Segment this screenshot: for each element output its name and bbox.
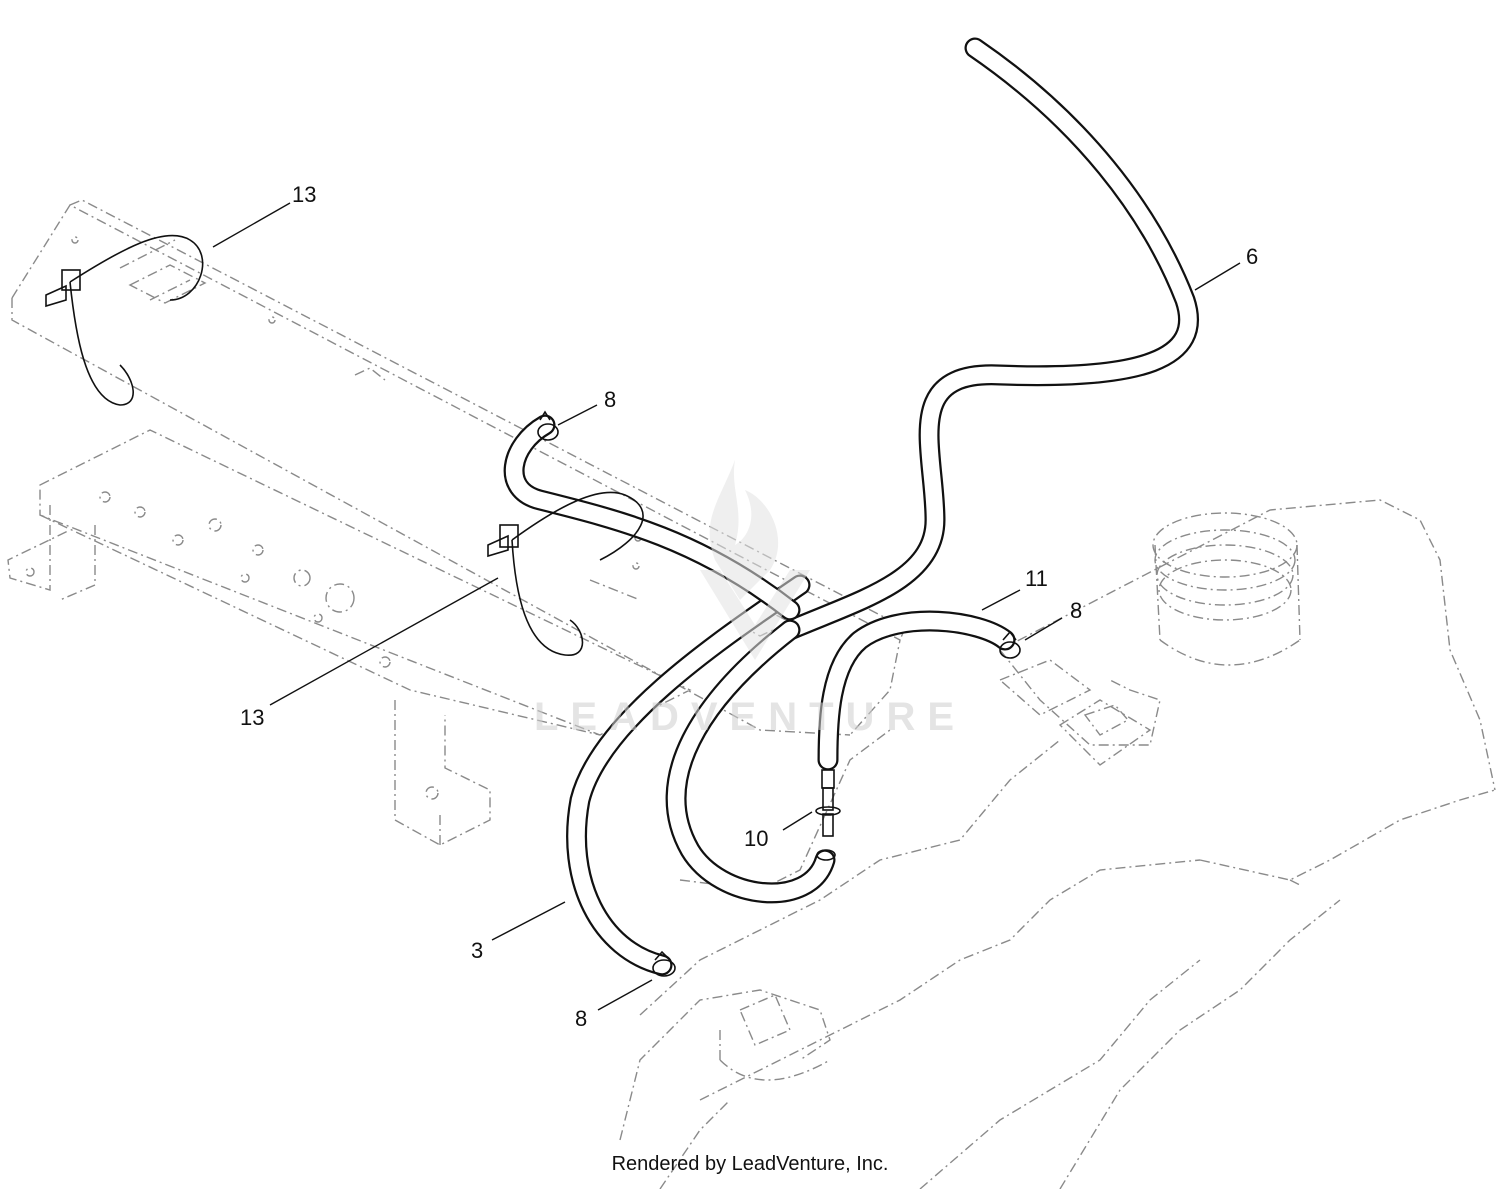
fuel-filter	[815, 769, 841, 861]
frame-crossmember	[7, 199, 906, 846]
cable-tie-upper	[45, 234, 204, 406]
leader-11	[981, 589, 1021, 611]
leader-13-lower	[269, 577, 499, 706]
leadventure-watermark: LEADVENTURE	[534, 460, 966, 739]
leader-8-lower	[597, 979, 653, 1011]
callout-6: 6	[1246, 244, 1258, 269]
fuel-tank	[619, 499, 1496, 1189]
callout-13-lower: 13	[240, 705, 264, 730]
callout-8-right: 8	[1070, 598, 1082, 623]
leader-6	[1194, 262, 1241, 291]
render-credit: Rendered by LeadVenture, Inc.	[611, 1153, 889, 1175]
hose-3	[566, 574, 811, 976]
leader-8-right	[1024, 617, 1063, 641]
leader-10	[782, 811, 813, 831]
hose-clamp	[652, 950, 676, 977]
callout-13-upper: 13	[292, 182, 316, 207]
watermark-text: LEADVENTURE	[534, 695, 966, 739]
callout-3: 3	[471, 938, 483, 963]
mounting-holes	[25, 236, 642, 800]
callout-8-lower: 8	[575, 1006, 587, 1031]
cable-tie-lower	[487, 491, 644, 656]
leader-3	[491, 901, 566, 941]
hose-return-lower	[665, 619, 836, 904]
hose-6	[779, 37, 1199, 641]
callout-10: 10	[744, 826, 768, 851]
callout-11: 11	[1025, 566, 1048, 591]
hose-clamp	[537, 410, 559, 441]
hose-11	[817, 610, 1016, 771]
callout-8-upper: 8	[604, 387, 616, 412]
hose-clamp	[999, 630, 1021, 659]
leader-13-upper	[212, 202, 291, 248]
leader-8-upper	[557, 404, 598, 426]
